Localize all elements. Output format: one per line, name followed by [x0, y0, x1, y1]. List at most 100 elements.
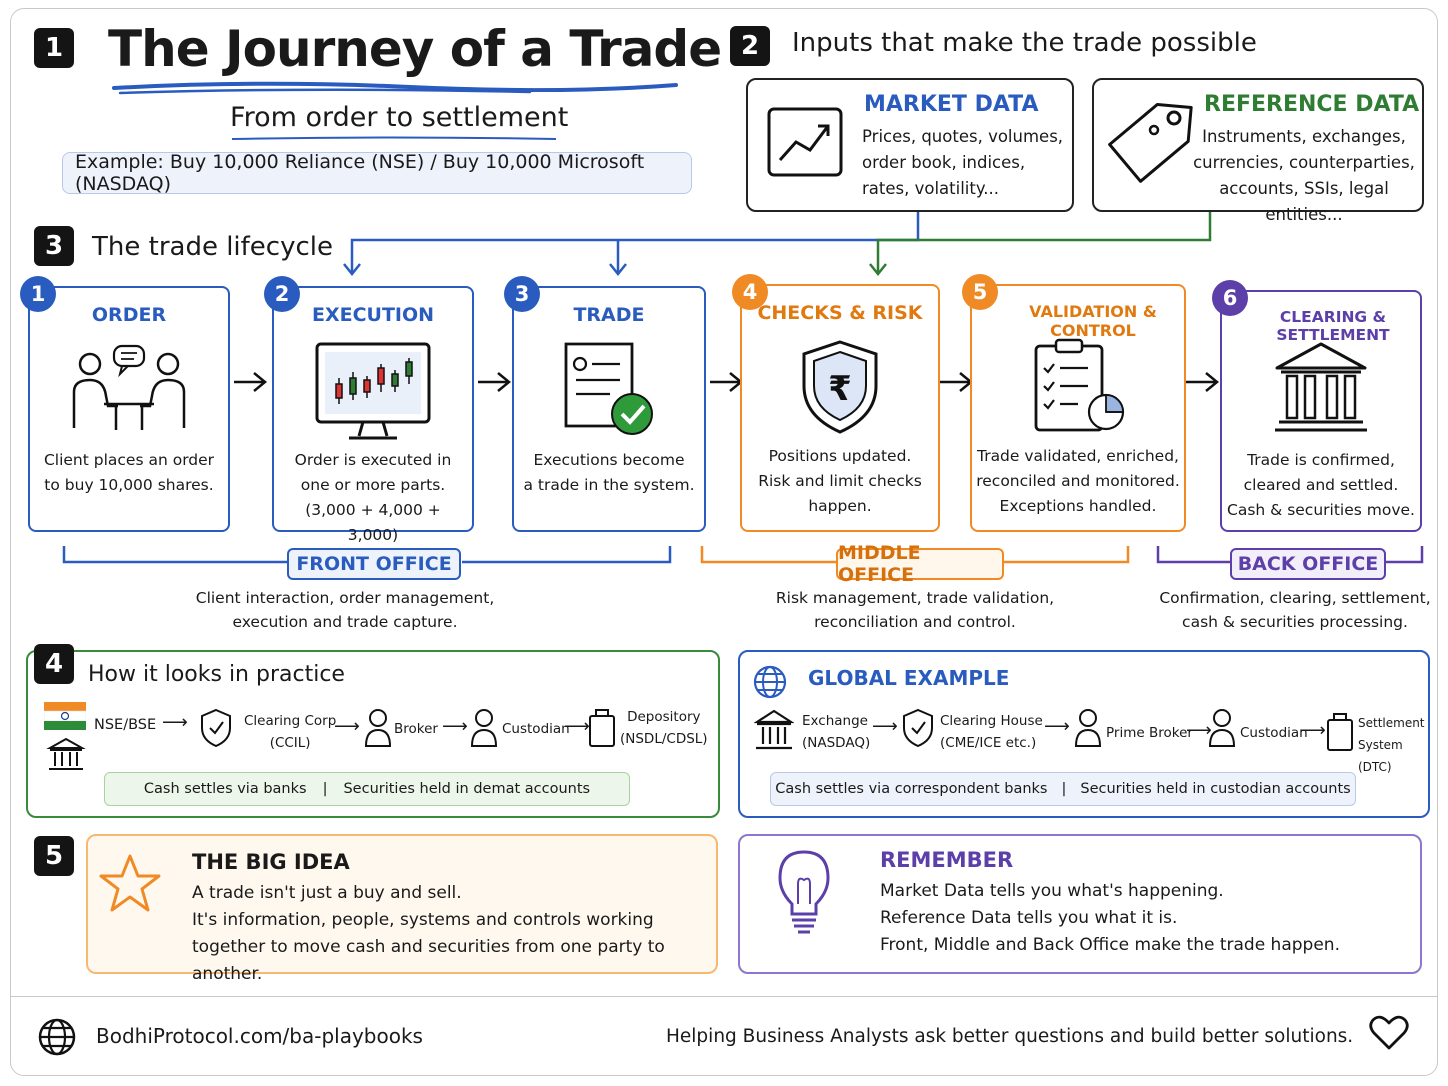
big-idea-line: It's information, people, systems and co…: [192, 910, 654, 930]
india-note-separator: |: [322, 781, 328, 797]
india-clearing: (CCIL): [269, 735, 311, 751]
section-5-badge: 5: [34, 836, 74, 876]
middle-office-desc: reconciliation and control.: [814, 613, 1016, 631]
tag-icon: [1108, 102, 1193, 183]
section-4-badge: 4: [34, 644, 74, 684]
lightbulb-icon: [778, 850, 830, 934]
step-clearing-settlement: 6 CLEARING & SETTLEMENT Trade is confirm…: [1212, 280, 1422, 532]
step-desc-line: (3,000 + 4,000 + 3,000): [305, 501, 441, 544]
step-number: 1: [20, 276, 56, 312]
footer-url[interactable]: BodhiProtocol.com/ba-playbooks: [96, 1024, 423, 1048]
middle-office-label: MIDDLE OFFICE: [836, 542, 1004, 586]
back-office-desc: Confirmation, clearing, settlement,: [1159, 589, 1431, 607]
trade-document-check-icon: [564, 342, 653, 435]
heart-icon: [1369, 1015, 1409, 1050]
remember-line: Market Data tells you what's happening.: [880, 881, 1224, 901]
big-idea-title: THE BIG IDEA: [192, 850, 350, 874]
section-2-badge: 2: [730, 26, 770, 66]
global-note-left: Cash settles via correspondent banks: [775, 781, 1048, 797]
global-note-right: Securities held in custodian accounts: [1080, 781, 1351, 797]
india-note: Cash settles via banks | Securities held…: [104, 772, 630, 806]
global-exchange: Exchange: [802, 713, 868, 729]
global-example-card: GLOBAL EXAMPLE Exchange (NASDAQ) ⟶ Clear…: [738, 650, 1430, 818]
remember-line: Reference Data tells you what it is.: [880, 908, 1178, 928]
india-depository: Depository: [627, 709, 701, 725]
vault-icon: [589, 709, 615, 747]
india-depository: (NSDL/CDSL): [620, 731, 708, 747]
reference-data-line: Instruments, exchanges,: [1202, 127, 1406, 146]
market-data-card: MARKET DATA Prices, quotes, volumes, ord…: [746, 78, 1074, 212]
arrow-right-icon: ⟶: [872, 716, 898, 737]
india-exchange: NSE/BSE: [94, 717, 157, 733]
step-number: 2: [264, 276, 300, 312]
big-idea-line: A trade isn't just a buy and sell.: [192, 883, 462, 903]
india-flag-icon: [44, 702, 86, 730]
shield-check-icon: [903, 708, 933, 748]
step-number: 3: [504, 276, 540, 312]
step-checks-risk: 4 CHECKS & RISK ₹ Positions updated. Ris…: [732, 274, 940, 532]
india-practice-card: How it looks in practice NSE/BSE ⟶ Clear…: [26, 650, 720, 818]
global-settlement: System (DTC): [1358, 738, 1403, 774]
bank-icon: [46, 737, 86, 770]
vault-icon: [1327, 713, 1353, 751]
step-number: 5: [962, 274, 998, 310]
page-frame: [10, 8, 1438, 1076]
front-office-desc: Client interaction, order management,: [195, 589, 495, 607]
back-office-desc: cash & securities processing.: [1182, 613, 1408, 631]
india-note-left: Cash settles via banks: [143, 781, 307, 797]
inputs-heading: Inputs that make the trade possible: [792, 28, 1257, 58]
footer-divider: [10, 996, 1438, 997]
rupee-shield-icon: ₹: [802, 340, 878, 434]
step-title: CLEARING & SETTLEMENT: [1276, 308, 1390, 344]
step-desc-line: Executions become: [533, 451, 685, 469]
title-underline: [112, 81, 678, 95]
step-desc-line: Order is executed in: [294, 451, 452, 469]
reference-data-line: currencies, counterparties,: [1193, 153, 1415, 172]
market-data-line: rates, volatility...: [862, 179, 999, 198]
step-number: 6: [1212, 280, 1248, 316]
step-desc-line: happen.: [808, 497, 872, 515]
step-desc-line: a trade in the system.: [523, 476, 695, 494]
input-connectors: [343, 212, 1212, 277]
india-custodian: Custodian: [502, 721, 570, 737]
reference-data-card: REFERENCE DATA Instruments, exchanges, c…: [1092, 78, 1424, 224]
checklist-clipboard-icon: [1034, 338, 1125, 432]
arrow-right-icon: ⟶: [1044, 716, 1070, 737]
arrow-right-icon: ⟶: [1300, 720, 1326, 741]
front-office-label: FRONT OFFICE: [287, 548, 461, 580]
step-desc-line: Risk and limit checks: [758, 472, 922, 490]
person-icon: [364, 709, 392, 747]
arrow-right-icon: ⟶: [162, 712, 188, 733]
step-desc-line: Positions updated.: [768, 447, 912, 465]
footer-tagline: Helping Business Analysts ask better que…: [666, 1026, 1354, 1047]
step-order: 1 ORDER Client places an order to buy 10…: [20, 276, 230, 532]
step-title: ORDER: [91, 304, 167, 326]
global-exchange: (NASDAQ): [802, 735, 871, 751]
arrow-right-icon: ⟶: [442, 716, 468, 737]
shield-check-icon: [201, 708, 231, 748]
step-title: CHECKS & RISK: [757, 302, 923, 324]
page-subtitle: From order to settlement: [230, 102, 569, 133]
global-settlement: Settlement: [1358, 716, 1425, 730]
step-desc-line: Cash & securities move.: [1227, 501, 1415, 519]
big-idea-card: THE BIG IDEA A trade isn't just a buy an…: [86, 834, 718, 984]
arrow-right-icon: [940, 372, 973, 392]
step-title: VALIDATION & CONTROL: [1029, 302, 1157, 340]
remember-card: REMEMBER Market Data tells you what's ha…: [738, 834, 1422, 974]
section-3-badge: 3: [34, 226, 74, 266]
globe-icon: [38, 1018, 76, 1056]
trading-monitor-icon: [315, 342, 431, 440]
globe-icon: [753, 665, 787, 699]
middle-office-desc: Risk management, trade validation,: [775, 589, 1055, 607]
india-note-right: Securities held in demat accounts: [343, 781, 591, 797]
arrow-right-icon: [478, 372, 511, 392]
remember-title: REMEMBER: [880, 848, 1014, 872]
person-icon: [1074, 709, 1102, 747]
step-desc-line: reconciled and monitored.: [976, 472, 1180, 490]
step-title: TRADE: [573, 304, 645, 326]
step-number: 4: [732, 274, 768, 310]
market-data-line: Prices, quotes, volumes,: [862, 127, 1064, 146]
practice-heading: How it looks in practice: [88, 662, 345, 687]
market-data-line: order book, indices,: [862, 153, 1026, 172]
global-custodian: Custodian: [1240, 725, 1308, 741]
